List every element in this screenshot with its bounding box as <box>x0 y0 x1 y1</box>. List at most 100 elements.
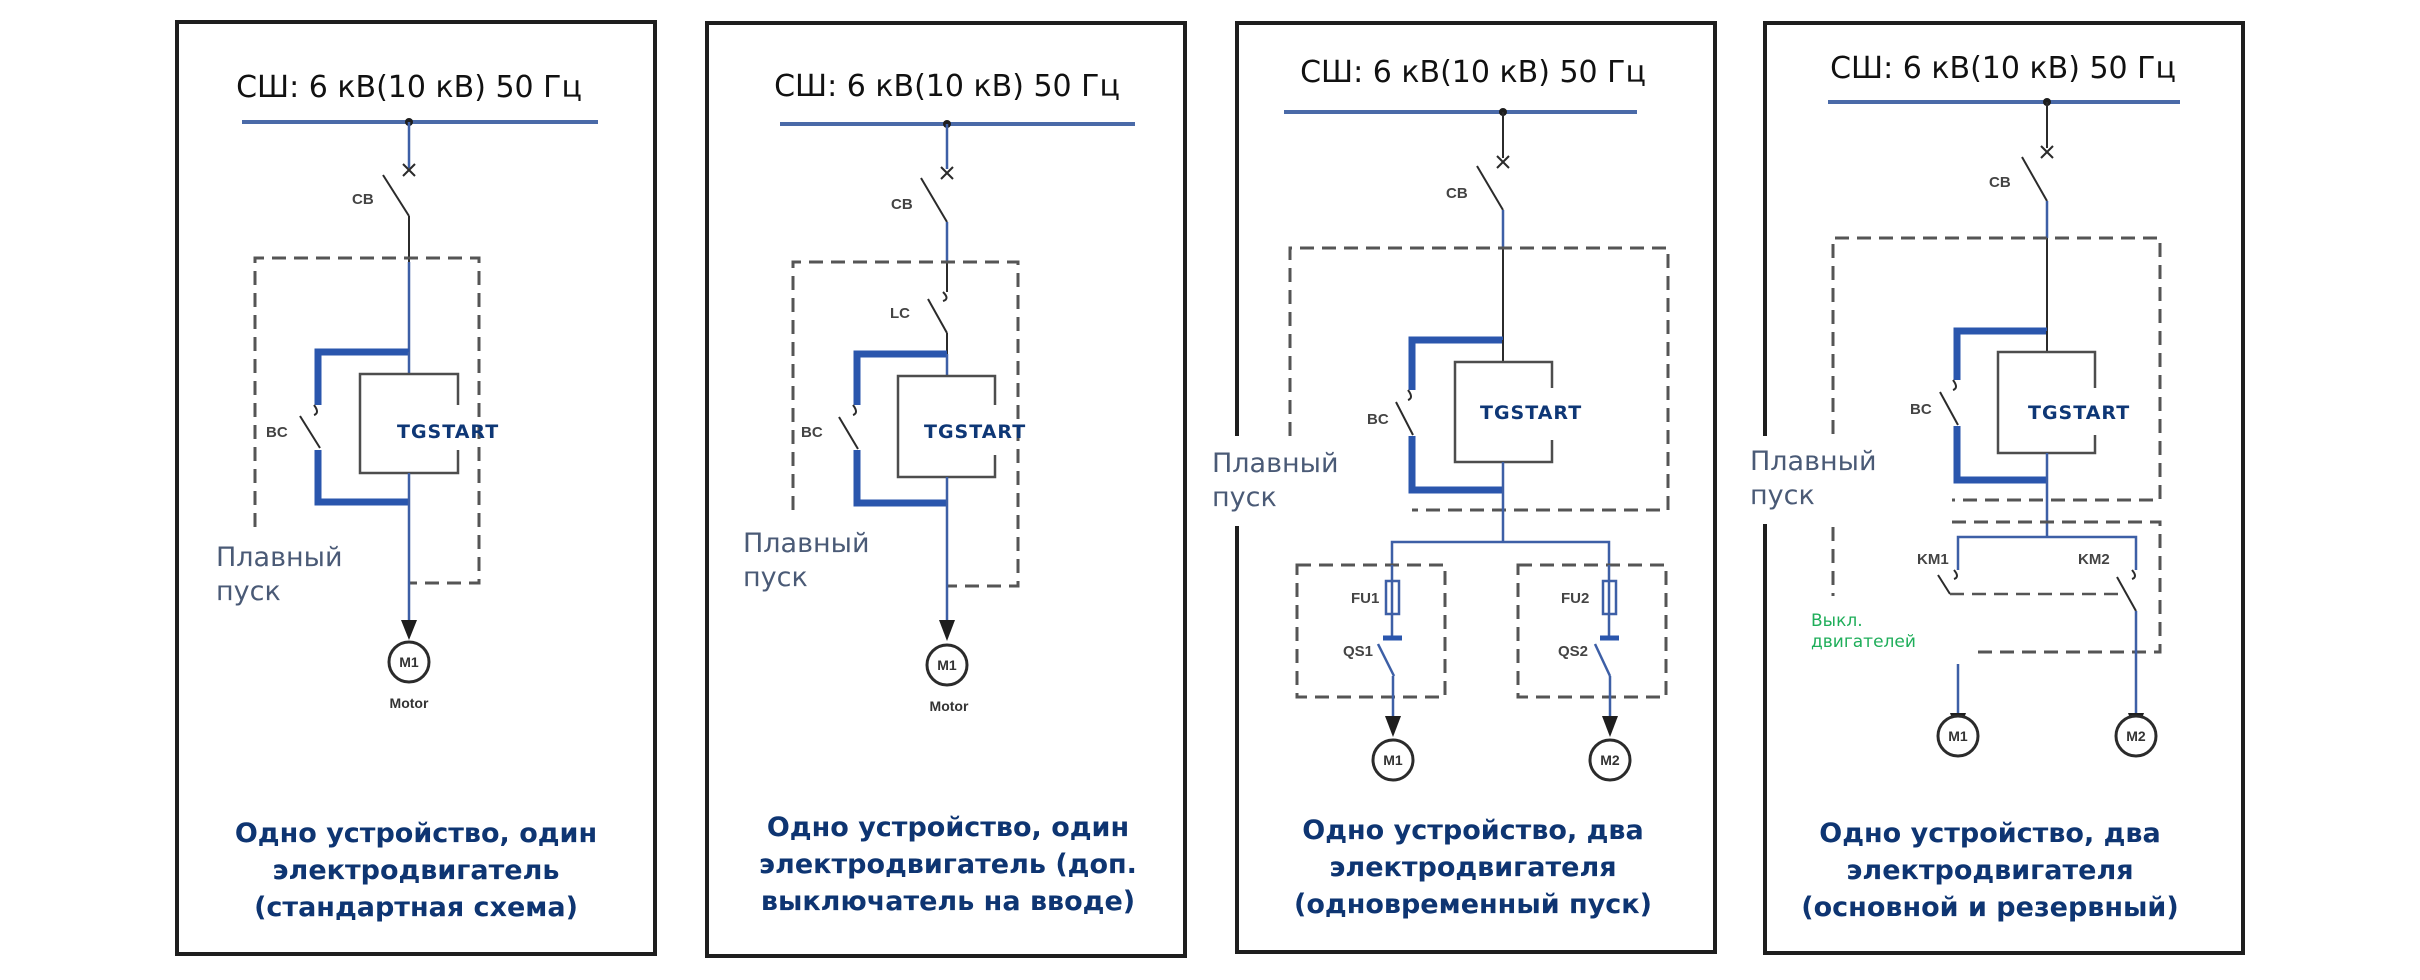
bc-label: BC <box>1910 401 1932 418</box>
km2-label: KM2 <box>2078 551 2110 568</box>
motor-icon <box>1371 738 1415 782</box>
cb-label: CB <box>1989 174 2011 191</box>
caption-line2: электродвигатель (доп. <box>759 849 1137 880</box>
motor-label: M2 <box>2126 728 2146 744</box>
motor-switch-label-line1: Выкл. <box>1811 611 1863 631</box>
soft-start-boundary <box>1288 246 1670 512</box>
panel-input-switch: СШ: 6 кВ(10 кВ) 50 Гц CB LC BC TGSTART <box>705 21 1187 958</box>
cb-x-icon <box>2040 145 2054 159</box>
bus-label: СШ: 6 кВ(10 кВ) 50 Гц <box>1830 51 2176 86</box>
caption-line2: электродвигатель <box>273 855 560 886</box>
bc-label: BC <box>1367 411 1389 428</box>
bc-contact-icon <box>838 404 859 450</box>
bus-label: СШ: 6 кВ(10 кВ) 50 Гц <box>236 70 582 105</box>
soft-start-label-line1: Плавный <box>1212 448 1339 479</box>
motor-caption: Motor <box>390 695 429 711</box>
cb-x-icon <box>402 163 416 177</box>
panel-main-reserve: СШ: 6 кВ(10 кВ) 50 Гц CB BC TGSTART <box>1746 21 2245 955</box>
qs2-label: QS2 <box>1558 643 1588 660</box>
soft-start-boundary <box>253 256 481 585</box>
cb-label: CB <box>891 196 913 213</box>
motor-icon <box>925 643 969 687</box>
qs1-label: QS1 <box>1343 643 1373 660</box>
bc-label: BC <box>801 424 823 441</box>
caption-line3: (основной и резервный) <box>1801 892 2178 923</box>
device-box <box>896 374 997 479</box>
branch-boundary-2 <box>1516 563 1668 699</box>
contactor-boundary <box>1952 520 2162 654</box>
bypass-bracket-bottom <box>1408 436 1503 494</box>
soft-start-label-line1: Плавный <box>743 528 870 559</box>
bus-label: СШ: 6 кВ(10 кВ) 50 Гц <box>1300 55 1646 90</box>
cb-switch-icon <box>2021 156 2048 202</box>
split-bus <box>1956 535 2138 570</box>
motor-label: M1 <box>1383 752 1403 768</box>
lc-contact-icon <box>927 291 948 334</box>
motor-label: M1 <box>1948 728 1968 744</box>
caption-line1: Одно устройство, два <box>1302 815 1643 846</box>
bypass-bracket-top <box>853 350 947 405</box>
bc-label: BC <box>266 424 288 441</box>
bc-contact-icon <box>299 404 321 449</box>
cb-switch-icon <box>1476 165 1504 211</box>
bypass-bracket-top <box>1408 336 1503 390</box>
motor-label: M2 <box>1600 752 1620 768</box>
device-label: TGSTART <box>924 421 1026 443</box>
km1-contact-icon <box>1937 569 1958 595</box>
label-mask <box>1746 436 1858 524</box>
panel-border <box>705 21 1187 958</box>
caption-line1: Одно устройство, один <box>235 818 597 849</box>
motor-icon <box>2114 714 2158 758</box>
cb-x-icon <box>1496 155 1510 169</box>
bypass-bracket-bottom <box>853 450 947 507</box>
split-bus <box>1390 540 1611 565</box>
motor-caption: Motor <box>930 698 969 714</box>
bus-label: СШ: 6 кВ(10 кВ) 50 Гц <box>774 69 1120 104</box>
bypass-bracket-top <box>314 348 409 405</box>
motor-switch-label-line2: двигателей <box>1811 632 1916 652</box>
cb-label: CB <box>352 191 374 208</box>
arrow-down-icon <box>1385 716 1401 737</box>
soft-start-label-line1: Плавный <box>1750 446 1877 477</box>
device-box <box>1453 360 1554 464</box>
fuse-icon <box>1601 579 1618 616</box>
device-label: TGSTART <box>397 421 499 443</box>
caption-line3: выключатель на вводе) <box>761 886 1135 917</box>
soft-start-label-line2: пуск <box>1750 480 1815 511</box>
cb-switch-icon <box>382 174 410 217</box>
panel-border <box>175 20 657 956</box>
device-label: TGSTART <box>2028 402 2130 424</box>
motor-label: M1 <box>937 657 957 673</box>
branch-boundary-1 <box>1295 563 1447 699</box>
lc-label: LC <box>890 305 910 322</box>
motor-icon <box>387 640 431 684</box>
soft-start-label-line2: пуск <box>216 576 281 607</box>
bypass-bracket-bottom <box>314 450 409 506</box>
bypass-bracket-top <box>1953 327 2047 380</box>
bypass-bracket-bottom <box>1953 426 2047 484</box>
caption-line1: Одно устройство, один <box>767 812 1129 843</box>
device-box <box>1996 350 2097 455</box>
qs2-switch-icon <box>1593 643 1612 677</box>
panel-simultaneous: СШ: 6 кВ(10 кВ) 50 Гц CB BC TGSTART FU1 <box>1208 21 1717 954</box>
label-mask <box>1208 436 1326 526</box>
soft-start-label-line2: пуск <box>743 562 808 593</box>
fuse-icon <box>1384 579 1401 616</box>
motor-icon <box>1936 714 1980 758</box>
qs1-switch-icon <box>1376 643 1396 677</box>
arrow-down-icon <box>401 620 417 640</box>
fu1-label: FU1 <box>1351 590 1379 607</box>
cb-label: CB <box>1446 185 1468 202</box>
cb-switch-icon <box>920 177 948 223</box>
km1-label: KM1 <box>1917 551 1949 568</box>
km2-contact-icon <box>2116 569 2137 612</box>
caption-line2: электродвигателя <box>1846 855 2133 886</box>
cb-x-icon <box>940 166 954 180</box>
bc-contact-icon <box>1395 389 1414 436</box>
fu2-label: FU2 <box>1561 590 1589 607</box>
arrow-down-icon <box>1602 716 1618 737</box>
caption-line3: (одновременный пуск) <box>1294 889 1652 920</box>
soft-start-label-line1: Плавный <box>216 542 343 573</box>
caption-line2: электродвигателя <box>1329 852 1616 883</box>
